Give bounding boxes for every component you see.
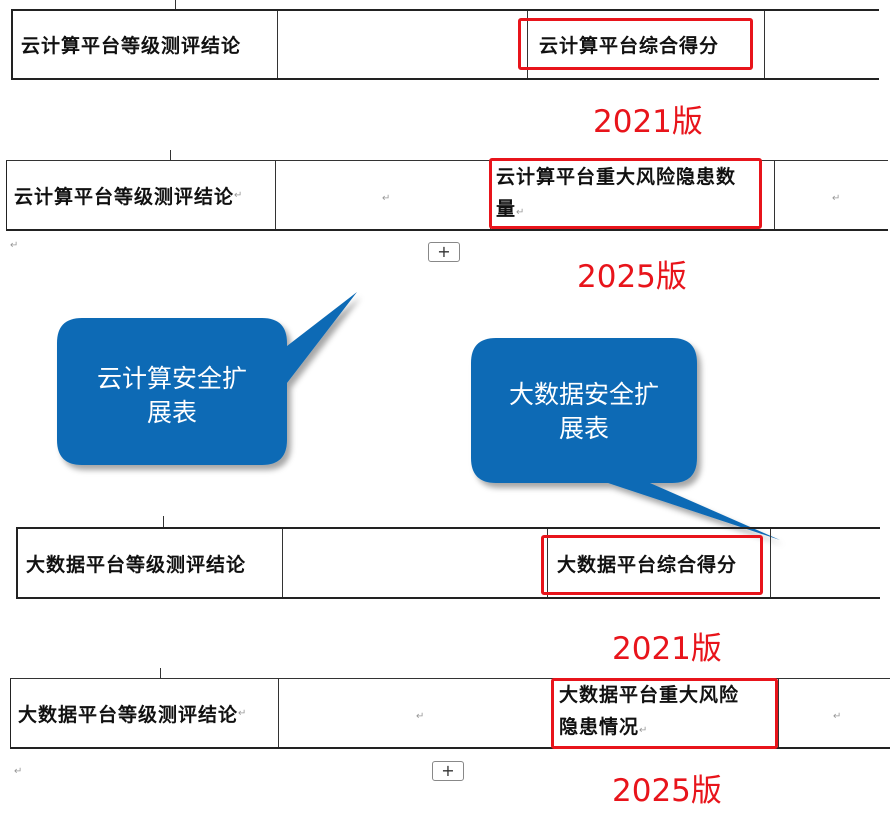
bigdata-callout-text: 大数据安全扩 展表 (508, 380, 659, 443)
cloud-2021-version-label: 2021版 (593, 104, 703, 140)
cloud-2025-highlight-box (489, 158, 762, 229)
table-prev-row-border (175, 0, 176, 10)
bigdata-2021-highlight-box (541, 535, 763, 595)
cloud-2025-col3: 云计算平台重大风险隐患数 量↵ (496, 166, 737, 220)
bigdata-2025-highlight-box (551, 678, 778, 749)
bigdata-2025-col3: 大数据平台重大风险 隐患情况↵ (559, 684, 740, 738)
table-prev-row-border (163, 516, 164, 528)
bigdata-callout-shape (471, 338, 780, 540)
cloud-2021-col1: 云计算平台等级测评结论 (21, 35, 242, 57)
table-prev-row-border (170, 150, 171, 160)
cloud-2021-highlight-box (518, 18, 753, 70)
add-row-button[interactable]: + (428, 242, 460, 262)
bigdata-2021-version-label: 2021版 (612, 631, 722, 667)
cloud-2021-table: 云计算平台等级测评结论 云计算平台综合得分 (11, 9, 879, 80)
cloud-2025-table: 云计算平台等级测评结论↵ ↵ 云计算平台重大风险隐患数 量↵ ↵ (6, 160, 888, 231)
bigdata-2025-version-label: 2025版 (612, 773, 722, 809)
cloud-callout-text: 云计算安全扩 展表 (96, 364, 247, 427)
bigdata-2021-table: 大数据平台等级测评结论 大数据平台综合得分 (16, 527, 880, 599)
bigdata-2025-col1: 大数据平台等级测评结论↵ (18, 703, 248, 726)
cloud-2021-col3: 云计算平台综合得分 (539, 35, 720, 57)
bigdata-2021-col1: 大数据平台等级测评结论 (26, 553, 247, 576)
cloud-2025-col1: 云计算平台等级测评结论↵ (14, 185, 244, 208)
bigdata-2021-col3: 大数据平台综合得分 (557, 553, 738, 576)
cloud-callout-shape (57, 292, 357, 465)
cloud-2025-version-label: 2025版 (577, 259, 687, 295)
add-row-button[interactable]: + (432, 761, 464, 781)
bigdata-2025-table: 大数据平台等级测评结论↵ ↵ 大数据平台重大风险 隐患情况↵ ↵ (10, 678, 890, 749)
table-prev-row-border (160, 668, 161, 678)
